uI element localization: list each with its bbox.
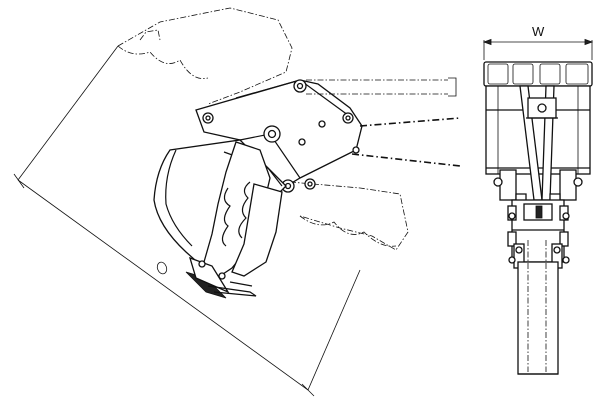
cutting-edge (185, 256, 257, 299)
side-view (13, 7, 461, 397)
open-bucket-ghost (117, 7, 409, 251)
center-link (519, 85, 558, 201)
projection-lines (306, 77, 461, 167)
dipper-arm (517, 240, 559, 375)
dimension-o-symbol (156, 261, 168, 275)
front-view: W (482, 24, 594, 375)
dimension-w: W (482, 24, 594, 60)
dimension-o (13, 45, 361, 397)
link-plate (195, 79, 363, 193)
bucket-body (153, 139, 287, 281)
coupler-block (507, 199, 570, 269)
dimension-w-label: W (532, 24, 545, 39)
